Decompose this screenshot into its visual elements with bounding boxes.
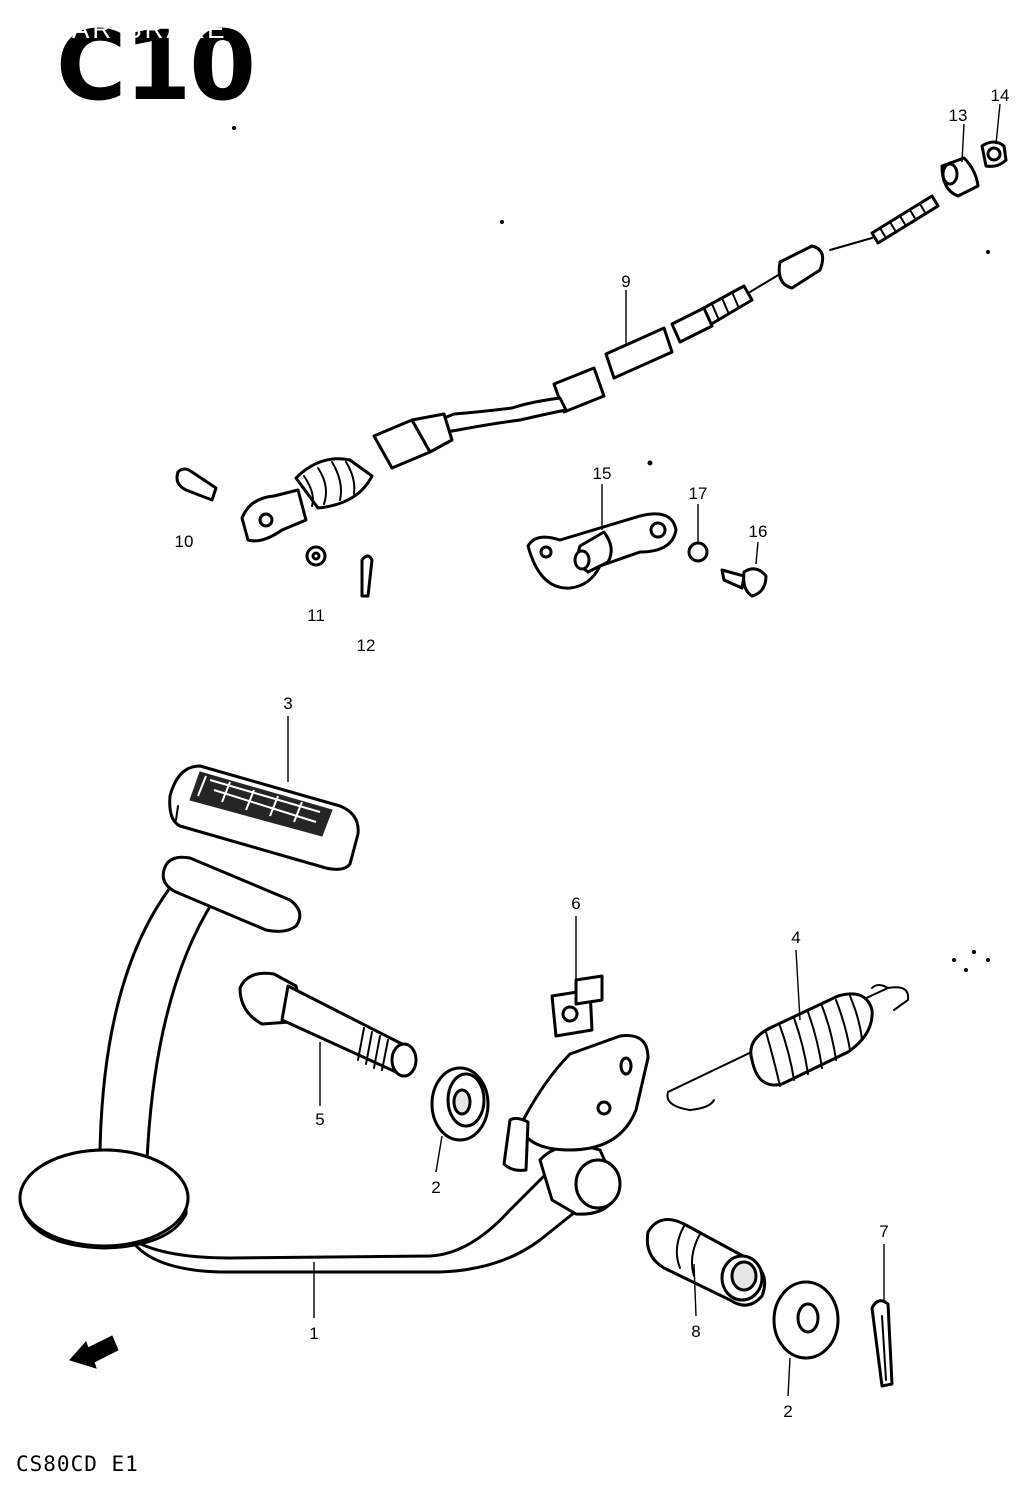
diagram-code: C10 (56, 10, 256, 122)
callout-label: 16 (748, 522, 768, 541)
callout-label: 12 (356, 636, 376, 655)
clevis-pin-10 (175, 467, 218, 502)
callout-label: 14 (990, 86, 1010, 105)
bushing-8 (645, 1218, 767, 1307)
cotter-pin-12 (360, 554, 374, 598)
callout-label: 15 (592, 464, 612, 483)
callout-label: 2 (431, 1178, 441, 1197)
diagram-title: AR BRAKE (72, 14, 228, 44)
callout-label: 10 (174, 532, 194, 551)
model-code: CS80CD E1 (16, 1452, 139, 1476)
callout-label: 11 (307, 606, 325, 625)
adjusting-nut-14 (980, 140, 1008, 168)
washer-2-lower (772, 1280, 840, 1360)
washer-11 (305, 545, 327, 567)
callout-label: 1 (309, 1324, 319, 1343)
washer-2-upper (430, 1066, 490, 1142)
nut-17 (687, 541, 709, 563)
callout-label: 3 (283, 694, 293, 713)
pedal-rubber-3 (168, 764, 360, 871)
cable-joint-13 (940, 156, 980, 198)
callout-label: 13 (948, 106, 968, 125)
callout-label: 6 (571, 894, 581, 913)
leader-lines (287, 103, 1001, 1397)
callout-label: 5 (315, 1110, 325, 1129)
spring-4 (666, 984, 910, 1111)
brake-pedal-1 (18, 855, 650, 1274)
brake-cable (240, 194, 940, 543)
pivot-bolt-5 (238, 971, 418, 1078)
scan-specks (232, 126, 990, 972)
callout-label: 4 (791, 928, 801, 947)
callout-label: 17 (688, 484, 708, 503)
cable-bracket-15 (526, 512, 678, 590)
front-direction-arrow-icon (69, 1335, 119, 1369)
callout-label: 7 (879, 1222, 889, 1241)
cotter-pin-7 (870, 1299, 894, 1388)
callout-label: 2 (783, 1402, 793, 1421)
callout-label: 8 (691, 1322, 701, 1341)
callout-label: 9 (621, 272, 631, 291)
bolt-16 (720, 567, 768, 598)
plate-6 (550, 974, 604, 1038)
